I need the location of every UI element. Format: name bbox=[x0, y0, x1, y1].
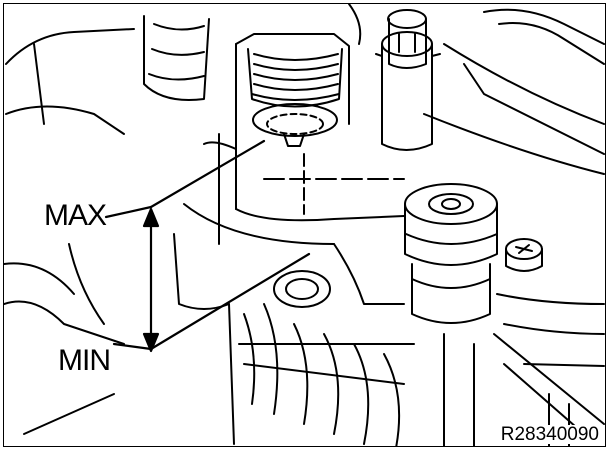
housing-left bbox=[4, 28, 135, 435]
torx-bolt bbox=[505, 238, 543, 272]
spring-coil bbox=[238, 303, 415, 446]
outlet-port bbox=[273, 270, 331, 308]
housing-flange bbox=[173, 233, 605, 445]
hose-top-left bbox=[143, 15, 210, 101]
reservoir-body bbox=[183, 33, 405, 245]
filler-neck bbox=[247, 48, 343, 147]
max-level-label: MAX bbox=[44, 199, 107, 232]
min-level-label: MIN bbox=[58, 344, 111, 377]
reservoir-technical-drawing bbox=[4, 4, 605, 446]
diagram-frame: MAX MIN R28340090 bbox=[3, 3, 606, 447]
figure-reference-number: R28340090 bbox=[498, 424, 601, 445]
hydraulic-fitting bbox=[404, 183, 498, 324]
level-indicator bbox=[104, 139, 311, 353]
housing-top-right bbox=[348, 4, 605, 175]
electrical-connector bbox=[375, 9, 441, 151]
